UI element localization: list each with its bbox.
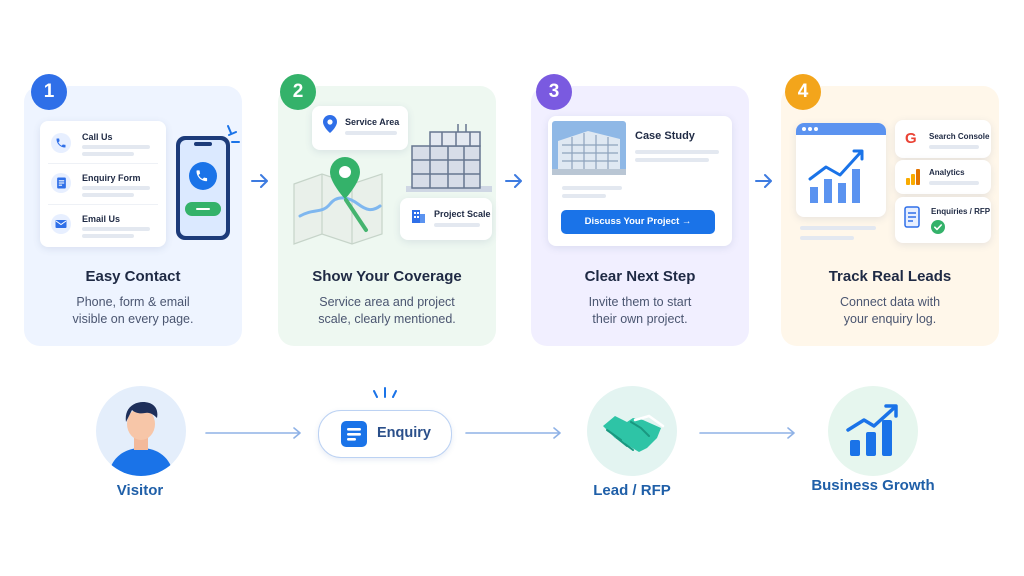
- step-title-3: Clear Next Step: [584, 268, 696, 285]
- analytics-dashboard-panel: [796, 123, 886, 217]
- lead-rfp-label: Lead / RFP: [593, 482, 671, 499]
- service-area-panel: Service Area: [312, 106, 408, 150]
- step-title-2: Show Your Coverage: [312, 268, 462, 285]
- building-photo: [552, 121, 626, 175]
- notification-rays-icon: [373, 387, 397, 398]
- document-icon: [904, 206, 920, 228]
- analytics-bars-icon: [906, 169, 920, 185]
- step-desc-4b: your enquiry log.: [843, 312, 937, 326]
- enquiry-pill: Enquiry: [318, 410, 452, 458]
- enquiry-form-label: Enquiry Form: [82, 173, 141, 183]
- arrow-right-icon: [251, 174, 268, 188]
- email-icon: [51, 214, 71, 234]
- project-scale-label: Project Scale: [434, 209, 491, 219]
- google-icon: G: [905, 130, 917, 147]
- office-building-icon: [412, 210, 425, 223]
- visitor-label: Visitor: [116, 482, 164, 499]
- step-title-4: Track Real Leads: [828, 268, 952, 285]
- phone-icon: [51, 133, 71, 153]
- step-desc-3b: their own project.: [592, 312, 688, 326]
- search-console-label: Search Console: [929, 132, 990, 141]
- step-title-1: Easy Contact: [85, 268, 181, 285]
- flow-arrow-icon: [465, 427, 561, 439]
- business-growth-icon: [828, 386, 918, 476]
- step-desc-4a: Connect data with: [839, 295, 941, 309]
- enquiries-rfp-panel: Enquiries / RFP: [895, 197, 991, 243]
- enquiry-label: Enquiry: [377, 425, 431, 441]
- step-badge-2: 2: [280, 74, 316, 110]
- step-badge-1: 1: [31, 74, 67, 110]
- flow-arrow-icon: [699, 427, 795, 439]
- building-icon: [406, 124, 492, 192]
- form-icon: [51, 173, 71, 193]
- smartphone-icon: [176, 125, 240, 240]
- form-document-icon: [341, 421, 367, 447]
- arrow-right-icon: [505, 174, 522, 188]
- contact-options-panel: Call Us Enquiry Form Email Us: [40, 121, 166, 247]
- project-scale-panel: Project Scale: [400, 198, 492, 240]
- growth-chart-icon: [808, 149, 864, 203]
- call-us-label: Call Us: [82, 132, 113, 142]
- discuss-project-button[interactable]: Discuss Your Project →: [561, 210, 715, 234]
- analytics-panel: Analytics: [895, 160, 991, 194]
- email-us-label: Email Us: [82, 214, 121, 224]
- step-desc-3a: Invite them to start: [588, 295, 692, 309]
- enquiries-rfp-label: Enquiries / RFP: [931, 207, 991, 216]
- step-desc-1b: visible on every page.: [72, 312, 194, 326]
- business-growth-label: Business Growth: [811, 477, 935, 494]
- case-study-panel: Case Study Discuss Your Project →: [548, 116, 732, 246]
- visitor-avatar-icon: [96, 386, 186, 476]
- search-console-panel: G Search Console: [895, 120, 991, 158]
- step-desc-1a: Phone, form & email: [76, 295, 190, 309]
- step-desc-2a: Service area and project: [319, 295, 455, 309]
- flow-arrow-icon: [205, 427, 301, 439]
- check-icon: [931, 220, 945, 234]
- map-marker-icon: [330, 157, 360, 199]
- step-badge-4: 4: [785, 74, 821, 110]
- analytics-label: Analytics: [929, 168, 965, 177]
- step-badge-3: 3: [536, 74, 572, 110]
- arrow-right-icon: [755, 174, 772, 188]
- case-study-heading: Case Study: [635, 130, 695, 142]
- location-pin-icon: [323, 115, 337, 133]
- handshake-icon: [587, 386, 677, 476]
- service-area-label: Service Area: [345, 117, 400, 127]
- step-desc-2b: scale, clearly mentioned.: [318, 312, 456, 326]
